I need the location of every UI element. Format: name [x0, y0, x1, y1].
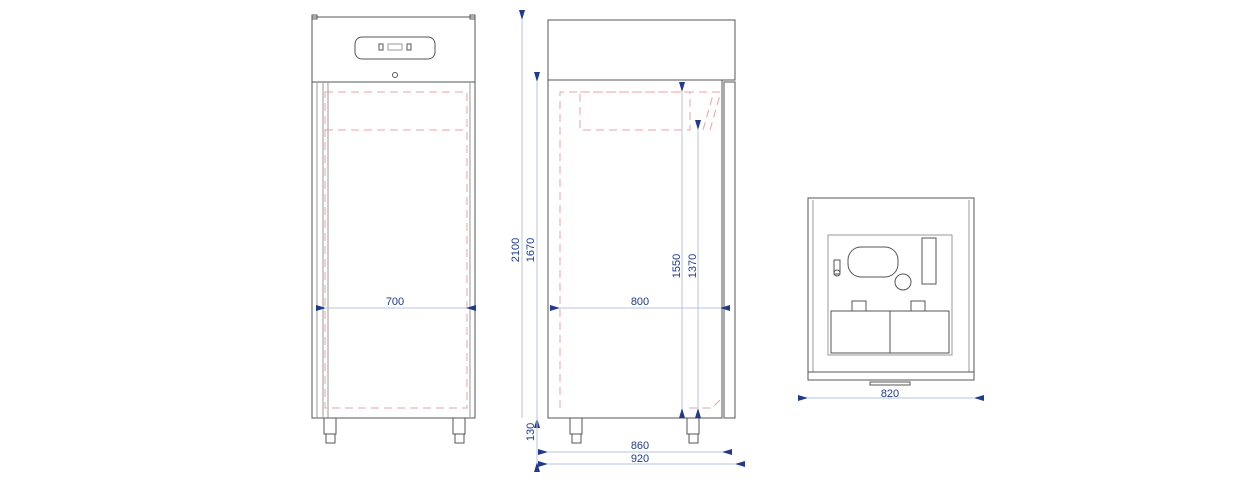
dimension-inner-depth: 800	[631, 296, 649, 308]
top-outline	[807, 197, 975, 381]
dimension-inner-height: 1550	[671, 254, 683, 278]
door-edge	[723, 81, 736, 419]
front-view: 700	[311, 14, 476, 444]
top-view: 820	[798, 197, 984, 401]
door	[311, 81, 476, 419]
lock-icon	[392, 72, 398, 78]
dimension-inner-lower-height: 1370	[687, 254, 699, 278]
dimension-leg-height: 130	[525, 423, 537, 441]
control-panel	[354, 36, 436, 60]
side-body	[547, 79, 723, 419]
condenser-left	[830, 310, 891, 354]
dimension-body-depth: 860	[631, 440, 649, 452]
top-compartment	[547, 19, 736, 81]
dimension-top-width: 820	[881, 388, 899, 400]
machine-compartment	[827, 234, 953, 356]
dimension-body-height: 1670	[525, 238, 537, 262]
dimension-total-height: 2100	[510, 238, 522, 262]
compressor	[847, 246, 899, 278]
dimension-total-depth: 920	[631, 453, 649, 465]
electrical-panel	[921, 237, 937, 285]
side-view: 2100 1670 130 1550 1370 800 860 920	[510, 9, 745, 472]
interior-outline	[324, 91, 468, 409]
dimension-inner-width: 700	[386, 296, 404, 308]
condenser-right	[889, 310, 950, 354]
